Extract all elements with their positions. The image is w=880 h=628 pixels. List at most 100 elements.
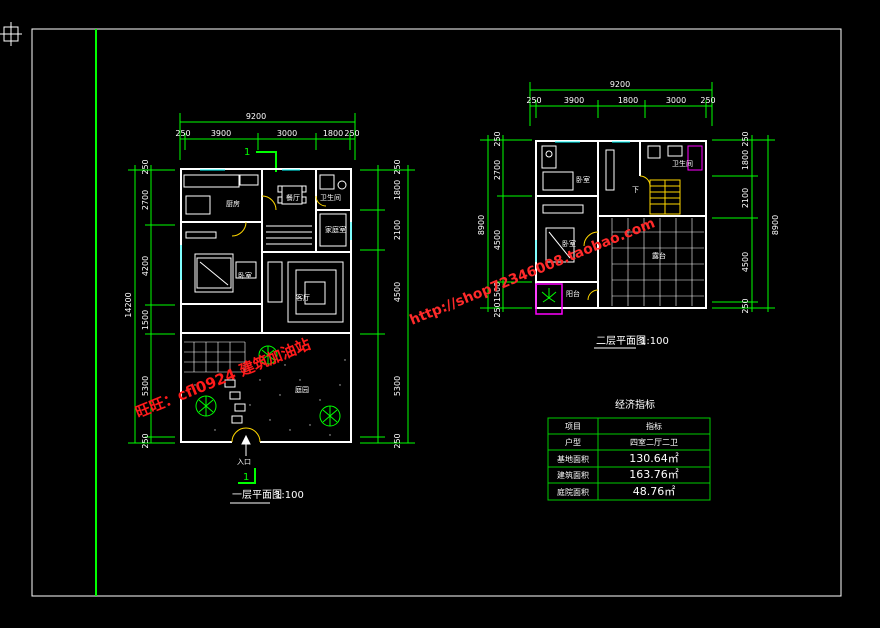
- ground-floor-plan: 9200 250 3900 3000 1800 250 14200 250 27…: [124, 112, 415, 504]
- plan2-dim-right-4: 4500: [741, 252, 750, 272]
- plan1-sofa-set: [267, 261, 344, 323]
- plan1-room-living: 客厅: [296, 293, 310, 302]
- plan1-dim-right-1: 250: [393, 159, 402, 174]
- plan1-room-bedroom: 卧室: [238, 271, 252, 280]
- plan1-room-courtyard: 庭园: [295, 385, 309, 394]
- table-header-value: 指标: [646, 421, 662, 431]
- ucs-icon: [0, 22, 22, 46]
- plan1-top-dimensions: [179, 113, 356, 160]
- plan1-dim-right-3: 2100: [393, 220, 402, 240]
- plan1-dim-left-total: 14200: [124, 292, 133, 317]
- plan2-dim-left-total: 8900: [477, 215, 486, 235]
- plan2-room-bedroom2: 卧室: [562, 239, 576, 248]
- plan1-dim-left-5: 5300: [141, 376, 150, 396]
- plan2-dim-right-5: 250: [741, 298, 750, 313]
- plan2-dim-top-4: 3000: [666, 96, 686, 105]
- plan2-dim-right-2: 1800: [741, 150, 750, 170]
- plan2-dim-right-total: 8900: [771, 215, 780, 235]
- plan1-dim-right-5: 5300: [393, 376, 402, 396]
- plan1-scale: 1:100: [275, 490, 304, 501]
- plan2-dim-top-2: 3900: [564, 96, 584, 105]
- plan1-stair: [266, 225, 312, 245]
- plan1-dim-left-6: 250: [141, 433, 150, 448]
- plan2-room-terrace: 露台: [652, 251, 666, 260]
- watermark-right: http://shop72346008.taobao.com: [408, 215, 658, 328]
- table-row-label: 基地面积: [557, 454, 589, 464]
- table-row-label: 建筑面积: [557, 470, 589, 480]
- watermark-left: 旺旺：cfl0924 建筑加油站: [133, 335, 313, 422]
- table-row-value: 130.64㎡: [629, 452, 679, 465]
- plan1-room-family: 家庭室: [325, 225, 346, 234]
- plan2-dim-top-3: 1800: [618, 96, 638, 105]
- plan2-walls: [535, 140, 707, 309]
- table-row-value: 48.76㎡: [633, 485, 676, 498]
- plan1-dim-right-2: 1800: [393, 180, 402, 200]
- plan2-stair: [649, 179, 681, 215]
- plan1-dim-left-3: 4200: [141, 256, 150, 276]
- plan2-bath-fixtures: [541, 145, 703, 191]
- plan1-section-mark-top: [256, 151, 277, 172]
- plan2-left-dimensions: [480, 135, 532, 312]
- plan1-entrance-gate: [231, 427, 261, 443]
- economic-indicator-table: 经济指标 项目 指标 户型 四室二厅二卫 基地面积 130.64㎡ 建筑面积 1…: [547, 398, 711, 501]
- plan1-dim-top-4: 1800: [323, 129, 343, 138]
- plan2-room-balcony: 阳台: [566, 289, 580, 298]
- plan1-dim-right-4: 4500: [393, 282, 402, 302]
- plan1-left-dimensions: [128, 165, 175, 444]
- plan1-bed: [185, 231, 257, 293]
- plan1-dim-top-total: 9200: [246, 112, 266, 121]
- plan2-scale: 1:100: [640, 336, 669, 347]
- plan2-balcony-rail: [535, 283, 563, 315]
- plan2-top-dimensions: [529, 82, 713, 126]
- plan1-stepping-stones: [224, 379, 246, 424]
- plan1-section-label-top: 1: [244, 147, 250, 158]
- plan1-dim-top-2: 3900: [211, 129, 231, 138]
- plan1-doors: [231, 195, 327, 237]
- plan2-beds: [542, 171, 584, 263]
- plan1-section-mark-bottom: [238, 468, 256, 484]
- plan1-dim-left-4: 1500: [141, 310, 150, 330]
- table-row-label: 庭院面积: [557, 487, 589, 497]
- plan2-terrace-grid: [611, 218, 704, 306]
- plan1-dim-left-1: 250: [141, 159, 150, 174]
- plan2-dim-left-2: 2700: [493, 160, 502, 180]
- plan2-dim-right-3: 2100: [741, 188, 750, 208]
- table-title: 经济指标: [615, 398, 655, 411]
- table-row-value: 四室二厅二卫: [630, 437, 678, 447]
- plan2-dim-left-1: 250: [493, 131, 502, 146]
- plan1-section-label-bottom: 1: [243, 472, 249, 483]
- plan2-room-bedroom1: 卧室: [576, 175, 590, 184]
- plan1-kitchen-fixtures: [183, 174, 259, 215]
- second-floor-plan: 9200 250 3900 1800 3000 250 8900 250 270…: [477, 80, 780, 349]
- plan1-entrance-label: 入口: [237, 458, 251, 466]
- plan2-title: 二层平面图: [596, 335, 646, 347]
- plan2-dim-top-total: 9200: [610, 80, 630, 89]
- plan2-dim-top-5: 250: [700, 96, 715, 105]
- plan1-paving-grid: [184, 341, 246, 373]
- plan1-dim-right-6: 250: [393, 433, 402, 448]
- plan2-dim-left-4: 1500: [493, 282, 502, 302]
- plan1-dim-left-2: 2700: [141, 190, 150, 210]
- plan2-room-down: 下: [632, 186, 639, 194]
- plan2-balcony-plant: [541, 288, 557, 303]
- plan1-dining-table: [277, 185, 307, 205]
- plan2-room-bath: 卫生间: [672, 159, 693, 168]
- plan1-courtyard-texture: [194, 349, 346, 436]
- plan1-room-bath: 卫生间: [320, 193, 341, 202]
- plan1-dim-top-3: 3000: [277, 129, 297, 138]
- plan2-right-dimensions: [712, 135, 775, 312]
- plan2-dim-top-1: 250: [526, 96, 541, 105]
- plan2-windows: [535, 141, 630, 262]
- table-row-label: 户型: [565, 437, 581, 447]
- plan1-title: 一层平面图: [232, 489, 282, 501]
- table-header-item: 项目: [565, 422, 581, 431]
- plan1-room-dining: 餐厅: [286, 193, 300, 202]
- plan1-dim-top-1: 250: [175, 129, 190, 138]
- plan1-entrance-arrow: [241, 434, 251, 456]
- plan2-dim-right-1: 250: [741, 131, 750, 146]
- drawing-border: [31, 28, 842, 597]
- table-row-value: 163.76㎡: [629, 468, 679, 481]
- plan1-room-kitchen: 厨房: [226, 199, 240, 208]
- plan2-dim-left-5: 250: [493, 302, 502, 317]
